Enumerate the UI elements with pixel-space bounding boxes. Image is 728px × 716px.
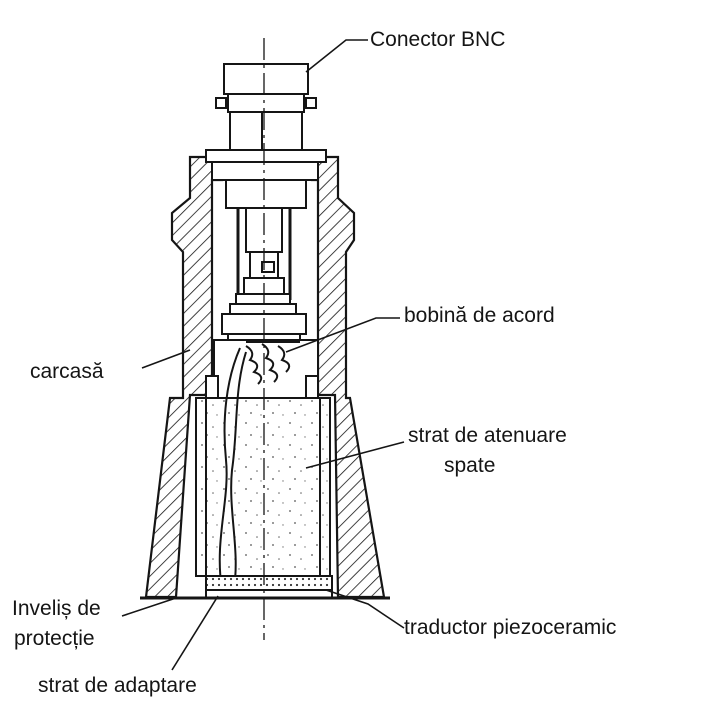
piezo-transducer [205, 575, 333, 599]
bnc-flange [205, 149, 327, 163]
lead-wire [218, 347, 241, 591]
label-tuning-coil: bobină de acord [404, 304, 555, 327]
label-piezo-transducer: traductor piezoceramic [404, 616, 616, 639]
bnc-connector [205, 63, 327, 209]
labels: Conector BNC bobină de acord carcasă str… [12, 28, 616, 697]
leader-lines [121, 39, 405, 671]
bnc-body [223, 63, 309, 95]
tuning-coil [205, 339, 319, 399]
label-bnc-connector: Conector BNC [370, 28, 505, 51]
housing-right-wall [310, 155, 386, 599]
label-backing-layer-2: spate [444, 454, 495, 477]
label-backing-layer-1: strat de atenuare [408, 424, 567, 447]
label-protective-cover-2: protecție [14, 627, 95, 650]
label-housing: carcasă [30, 360, 104, 383]
label-matching-layer: strat de adaptare [38, 674, 197, 697]
label-protective-cover-1: Inveliș de [12, 597, 101, 620]
backing-layer [195, 347, 331, 591]
lead-wire [230, 351, 247, 589]
